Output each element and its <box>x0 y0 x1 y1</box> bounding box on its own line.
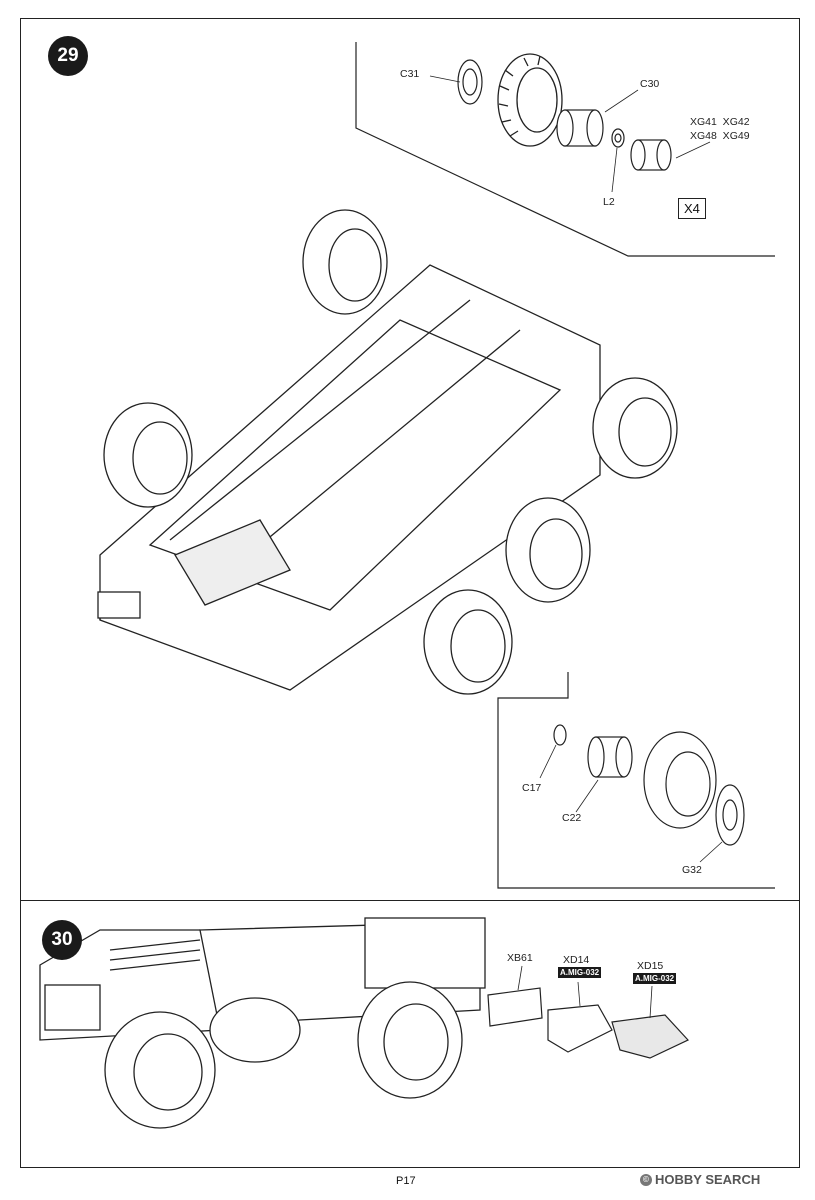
part-c30 <box>556 109 604 147</box>
label-xd14: XD14 <box>563 954 590 966</box>
part-c17 <box>553 724 567 746</box>
part-g32 <box>715 784 745 846</box>
step30-leaders <box>517 965 653 1019</box>
step-29-badge: 29 <box>48 36 88 76</box>
label-c22: C22 <box>562 812 582 824</box>
vehicle-drawing <box>39 917 486 1129</box>
label-xb61: XB61 <box>507 952 533 964</box>
paint-badge-xd15: A.MIG-032 <box>633 973 677 984</box>
label-c17: C17 <box>522 782 542 794</box>
paint-badge-xd14: A.MIG-032 <box>558 967 602 978</box>
front-wheel-callout-border <box>497 672 775 889</box>
tyre-detail <box>497 53 563 147</box>
part-c31 <box>457 59 483 105</box>
part-xd14 <box>547 1004 613 1053</box>
label-c31: C31 <box>400 68 420 80</box>
part-xd15 <box>611 1014 689 1059</box>
part-l2 <box>611 128 625 148</box>
wheel-rear-left <box>302 209 388 315</box>
label-xg-line2: XG48 XG49 <box>690 130 750 142</box>
label-g32: G32 <box>682 864 702 876</box>
leader-lines <box>429 75 711 193</box>
label-l2: L2 <box>603 196 615 208</box>
page-number: P17 <box>396 1175 416 1187</box>
wheel-mid-right <box>505 497 591 603</box>
wheel-front-right <box>423 589 513 695</box>
label-xd15: XD15 <box>637 960 664 972</box>
part-c22 <box>587 736 633 778</box>
wheel-front-left <box>103 402 193 508</box>
part-xb61 <box>487 987 543 1027</box>
front-wheel-parts <box>553 724 745 846</box>
wheel-callout-border <box>355 42 775 257</box>
step-divider <box>20 900 800 901</box>
watermark: © HOBBY SEARCH <box>640 1172 760 1187</box>
label-c30: C30 <box>640 78 660 90</box>
part-xg-hub <box>630 139 672 171</box>
quantity-box: X4 <box>678 198 706 219</box>
wheel-rear-right <box>592 377 678 479</box>
label-xg-line1: XG41 XG42 <box>690 116 750 128</box>
page-frame <box>20 18 800 1168</box>
copyright-icon: © <box>640 1173 652 1186</box>
chassis-drawing <box>97 264 601 691</box>
watermark-text: HOBBY SEARCH <box>655 1172 761 1187</box>
front-leader-lines <box>539 744 723 863</box>
chassis-wheels <box>103 209 678 695</box>
step-30-badge: 30 <box>42 920 82 960</box>
step30-parts <box>487 987 689 1059</box>
tyre-detail-front <box>643 731 717 829</box>
